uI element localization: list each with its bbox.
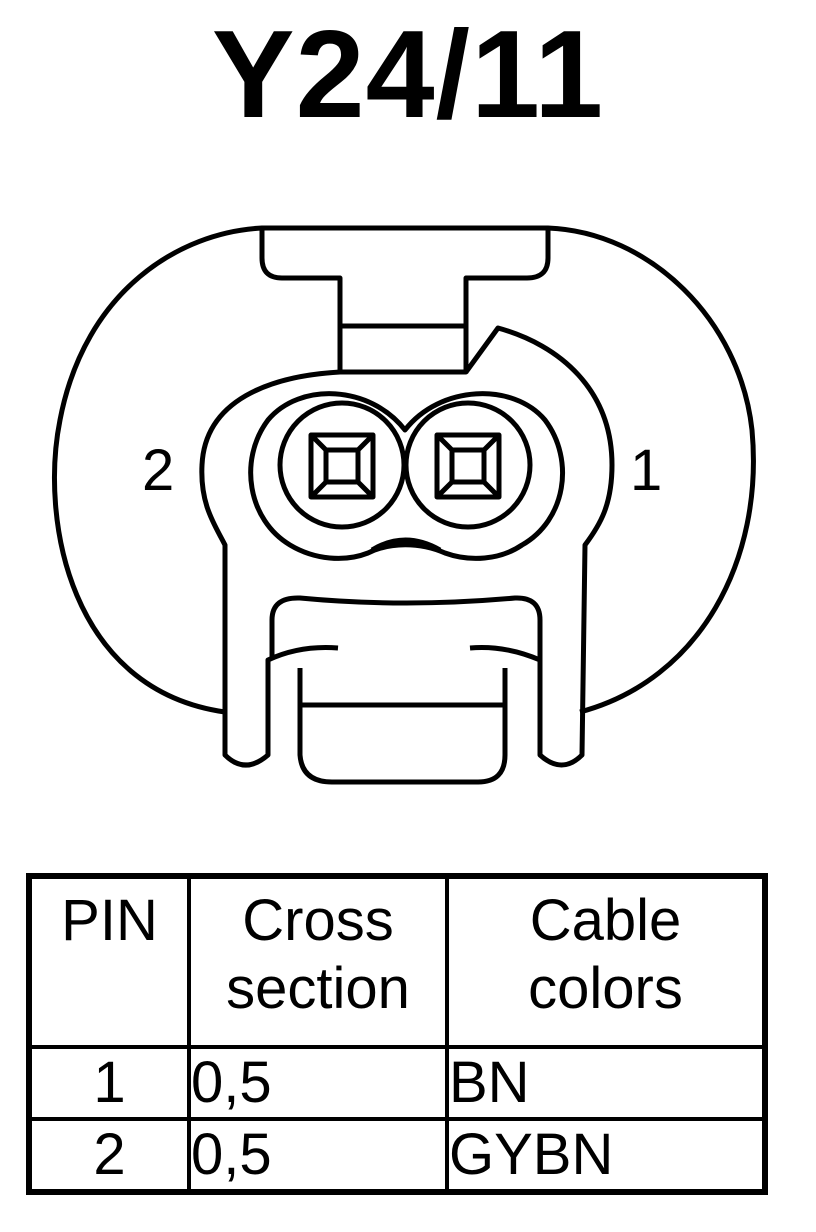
header-cross-section: Cross section	[187, 874, 449, 1049]
row-pin: 1	[27, 1045, 191, 1121]
header-cable-colors: Cable colors	[445, 874, 767, 1049]
header-cross-line1: Cross	[242, 888, 394, 953]
pin-cavity-1	[403, 400, 533, 530]
latch-tab	[259, 228, 551, 375]
bottom-lock	[269, 595, 543, 660]
pin-terminal-2	[308, 432, 376, 500]
bottom-lock-inner	[297, 668, 508, 785]
header-pin: PIN	[27, 874, 191, 1049]
pin-cavity-outline	[248, 391, 566, 561]
row-cross-section: 0,5	[187, 1117, 449, 1194]
table-row: 2 0,5 GYBN	[27, 1117, 767, 1194]
table-row: 1 0,5 BN	[27, 1045, 767, 1121]
inner-housing-right	[463, 325, 615, 768]
header-cable-line2: colors	[528, 956, 683, 1021]
row-pin: 2	[27, 1117, 191, 1194]
pin-terminal-1	[434, 432, 502, 500]
header-cable-line1: Cable	[529, 888, 682, 953]
pin-cavity-2	[277, 400, 407, 530]
header-pin-line1: PIN	[61, 888, 158, 953]
connector-title: Y24/11	[211, 6, 605, 144]
inner-housing	[199, 369, 341, 768]
header-cross-line2: section	[226, 956, 410, 1021]
row-cross-section: 0,5	[187, 1045, 449, 1121]
pin-label-left: 2	[142, 438, 174, 503]
pin-assignment-table: PIN Cross section Cable colors 1 0,5 BN …	[26, 873, 768, 1195]
table-header-row: PIN Cross section Cable colors	[27, 874, 767, 1049]
connector-diagram: 2 1	[52, 225, 756, 785]
pin-label-right: 1	[630, 438, 662, 503]
row-cable-color: BN	[445, 1045, 767, 1121]
row-cable-color: GYBN	[445, 1117, 767, 1194]
